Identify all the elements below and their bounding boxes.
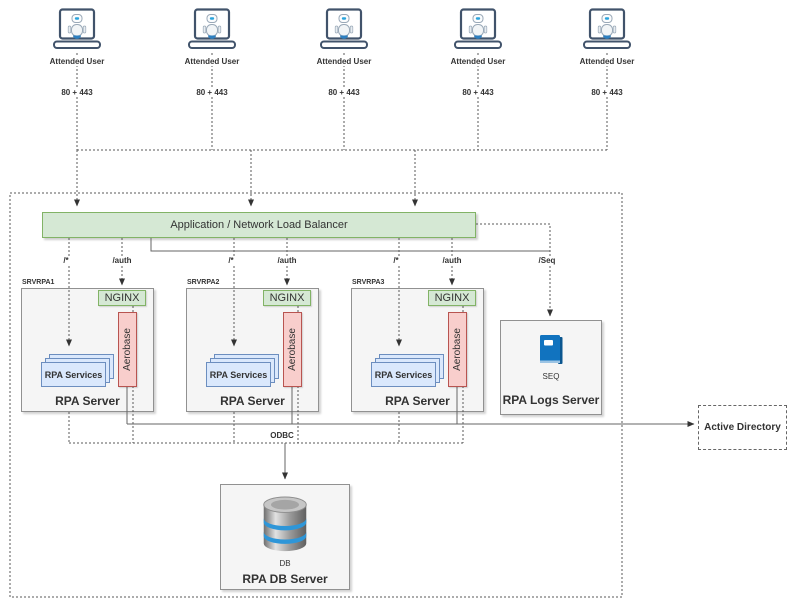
- rpa-services-3: RPA Services: [371, 362, 436, 387]
- laptop-robot-icon: [318, 8, 370, 59]
- load-balancer: Application / Network Load Balancer: [42, 212, 476, 238]
- attended-user-label: Attended User: [314, 57, 374, 66]
- attended-user-label: Attended User: [182, 57, 242, 66]
- route-label-auth-3: /auth: [440, 256, 464, 265]
- aerobase-box-3: Aerobase: [448, 312, 467, 387]
- user-ports-label: 80 + 443: [326, 88, 362, 97]
- nginx-box-3: NGINX: [428, 290, 476, 306]
- laptop-robot-icon: [51, 8, 103, 59]
- rpa-server-3-label: RPA Server: [385, 394, 450, 408]
- rpa-db-server-label: RPA DB Server: [242, 572, 328, 586]
- laptop-robot-icon: [186, 8, 238, 59]
- route-label-root-1: /*: [61, 256, 71, 265]
- laptop-robot-icon: [452, 8, 504, 59]
- active-directory-box: Active Directory: [698, 405, 787, 450]
- aerobase-box-1: Aerobase: [118, 312, 137, 387]
- route-label-seq: /Seq: [536, 256, 558, 265]
- rpa-server-2-hostname: SRVRPA2: [187, 279, 220, 286]
- attended-user-label: Attended User: [448, 57, 508, 66]
- attended-user-label: Attended User: [47, 57, 107, 66]
- user-ports-label: 80 + 443: [460, 88, 496, 97]
- rpa-server-1-label: RPA Server: [55, 394, 120, 408]
- rpa-logs-server-label: RPA Logs Server: [502, 393, 600, 407]
- user-ports-label: 80 + 443: [194, 88, 230, 97]
- aerobase-box-2: Aerobase: [283, 312, 302, 387]
- active-directory-label: Active Directory: [704, 422, 781, 433]
- route-label-auth-2: /auth: [275, 256, 299, 265]
- route-label-odbc: ODBC: [268, 431, 296, 440]
- user-ports-label: 80 + 443: [59, 88, 95, 97]
- db-caption: DB: [279, 559, 291, 568]
- rpa-server-2-label: RPA Server: [220, 394, 285, 408]
- attended-user-label: Attended User: [577, 57, 637, 66]
- route-label-root-2: /*: [226, 256, 236, 265]
- seq-book-icon: [536, 334, 566, 373]
- seq-caption: SEQ: [542, 372, 560, 381]
- load-balancer-label: Application / Network Load Balancer: [170, 219, 348, 231]
- rpa-server-1-hostname: SRVRPA1: [22, 279, 55, 286]
- rpa-services-2: RPA Services: [206, 362, 271, 387]
- laptop-robot-icon: [581, 8, 633, 59]
- nginx-box-2: NGINX: [263, 290, 311, 306]
- nginx-box-1: NGINX: [98, 290, 146, 306]
- database-icon: [256, 494, 314, 561]
- route-label-root-3: /*: [391, 256, 401, 265]
- wire-seq: [476, 223, 553, 317]
- rpa-server-3-hostname: SRVRPA3: [352, 279, 385, 286]
- user-ports-label: 80 + 443: [589, 88, 625, 97]
- wire-lb-bracket: [150, 238, 550, 252]
- rpa-services-1: RPA Services: [41, 362, 106, 387]
- route-label-auth-1: /auth: [110, 256, 134, 265]
